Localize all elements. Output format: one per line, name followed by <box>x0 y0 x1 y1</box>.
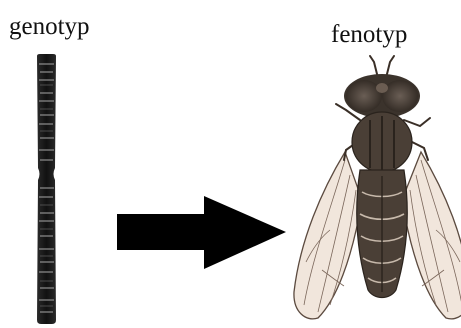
chromosome-icon <box>37 54 56 324</box>
right-arrow-icon <box>117 196 286 269</box>
horsefly-icon <box>294 56 461 319</box>
